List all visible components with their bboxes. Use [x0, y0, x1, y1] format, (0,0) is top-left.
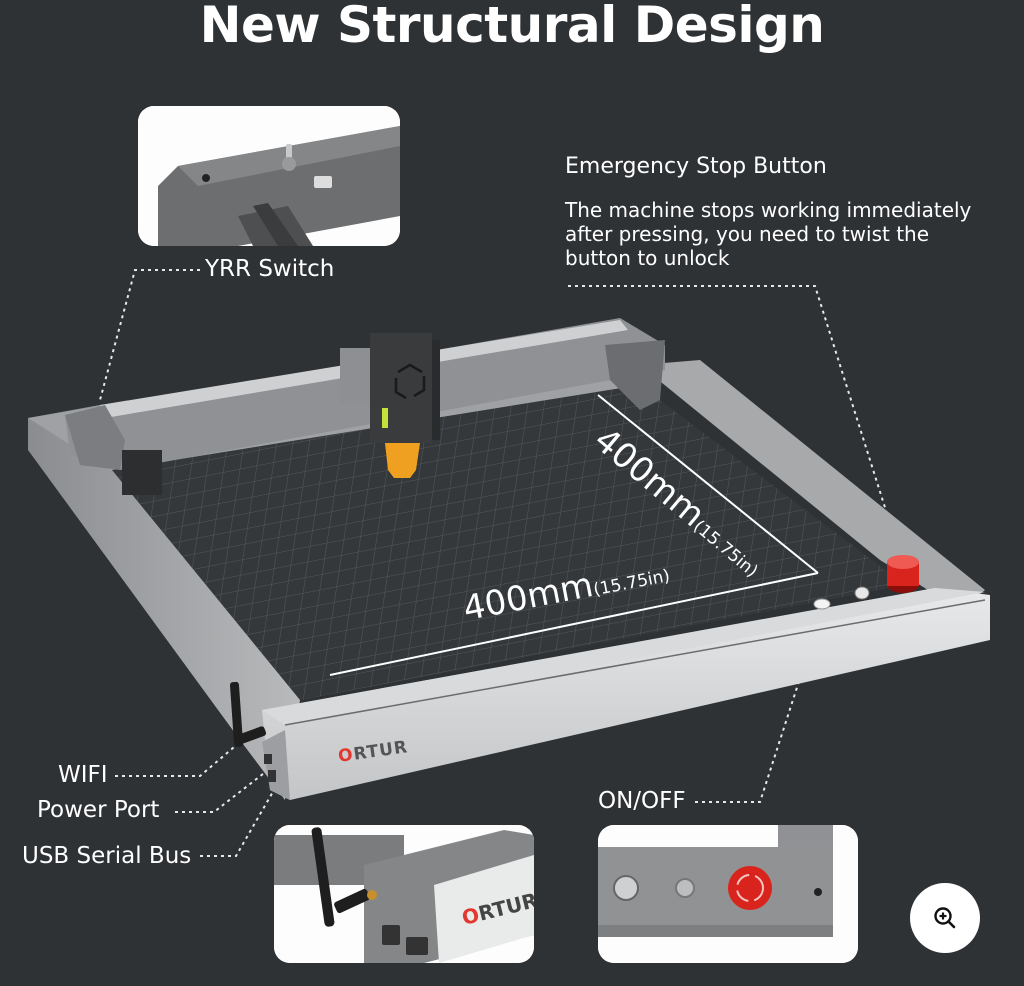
zoom-in-icon: [934, 907, 956, 929]
usb-serial-bus-label: USB Serial Bus: [22, 843, 192, 869]
wifi-label: WIFI: [58, 762, 108, 788]
front-rail: [262, 588, 990, 800]
page-title: New Structural Design: [199, 0, 825, 54]
control-buttons-inset: [598, 825, 858, 963]
estop-leader-line: [568, 285, 901, 556]
work-bed: [112, 385, 905, 700]
emergency-stop-description: The machine stops working immediately af…: [565, 198, 972, 270]
control-buttons-closeup-image: [598, 825, 858, 963]
on-off-label: ON/OFF: [598, 788, 686, 814]
yrr-switch-inset: [138, 106, 400, 246]
yrr-switch-label: YRR Switch: [205, 256, 335, 282]
power-leader-line: [175, 769, 269, 813]
yrr-switch-closeup-image: [138, 106, 400, 246]
yrr-leader-line: [99, 269, 200, 401]
laser-module: [340, 333, 440, 478]
usb-leader-line: [200, 782, 279, 857]
zoom-in-button[interactable]: [910, 883, 980, 953]
emergency-stop-heading: Emergency Stop Button: [565, 154, 827, 179]
wifi-leader-line: [115, 741, 241, 777]
ports-closeup-image: ORTUR: [274, 825, 534, 963]
ports-inset: ORTUR: [274, 825, 534, 963]
onoff-leader-line: [695, 609, 823, 803]
power-port-label: Power Port: [37, 797, 160, 823]
right-rail: [640, 360, 985, 610]
